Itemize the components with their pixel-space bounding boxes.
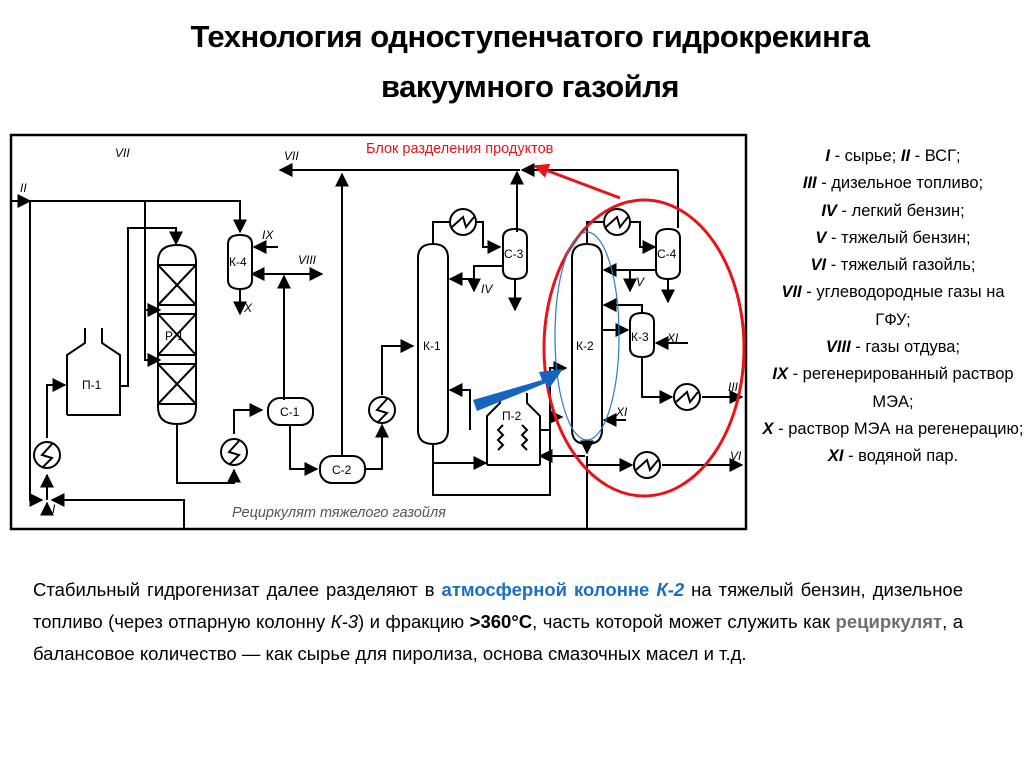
legend-row: VIII - газы отдува; (825, 338, 961, 357)
label-r1: Р-1 (165, 329, 184, 343)
heat-exchanger-icon (603, 208, 631, 236)
heat-exchanger-icon (673, 383, 701, 411)
heat-exchanger-icon (368, 396, 396, 424)
legend-row: IX - регенерированный раствор МЭА; (772, 365, 1014, 411)
stream-label-vii-top: VII (284, 149, 299, 163)
block-label: Блок разделения продуктов (366, 141, 554, 157)
column-k2 (571, 242, 603, 446)
recycle-return-line (50, 493, 185, 528)
furnace-p1 (66, 328, 86, 415)
column-k2-outline (554, 231, 620, 441)
legend-row: X - раствор МЭА на регенерацию; (762, 419, 1024, 438)
stream-label-vi: VI (730, 449, 742, 463)
slide-title: Технология одноступенчатого гидрокрекинг… (0, 12, 1024, 112)
title-line-2: вакуумного газойля (380, 69, 680, 104)
recycle-term: рециркулят (835, 611, 943, 632)
reactor-r1 (157, 243, 197, 426)
stream-legend: I - сырье; II - ВСГ; III - дизельное топ… (762, 143, 1024, 471)
stream-label-viii: VIII (298, 253, 317, 267)
stream-label-iii: III (728, 380, 739, 394)
separator-c3 (502, 227, 528, 281)
highlight-atmospheric-column: атмосферной колонне (441, 579, 657, 600)
stream-label-xi-k3: XI (666, 331, 679, 345)
highlight-k2: К-2 (656, 579, 685, 600)
description-paragraph: Стабильный гидрогенизат далее разделяют … (33, 579, 963, 664)
heat-exchanger-icon (220, 438, 248, 466)
separator-c4 (655, 227, 681, 281)
stream-label-iv: IV (481, 282, 493, 296)
legend-row: VI - тяжелый газойль; (810, 256, 976, 275)
k2-pointer-arrow (473, 369, 563, 411)
label-c2: С-2 (332, 463, 352, 477)
label-c4: С-4 (657, 247, 677, 261)
diagram-frame (9, 133, 748, 531)
vsg-down-line (29, 201, 44, 507)
stream-label-vii-left: VII (115, 146, 130, 160)
k3-ref: К-3 (330, 611, 359, 632)
quench-line (144, 201, 162, 367)
label-c1: С-1 (280, 405, 300, 419)
block-pointer-arrow (533, 163, 621, 200)
legend-row: I - сырье; II - ВСГ; (825, 147, 961, 165)
stripper-k3 (629, 311, 655, 359)
label-k2: К-2 (576, 339, 594, 353)
column-k1 (417, 242, 449, 446)
stream-label-x: X (243, 301, 253, 315)
heat-exchangers (33, 208, 701, 479)
legend-row: V - тяжелый бензин; (815, 228, 971, 247)
stream-label-ii: II (20, 181, 27, 195)
legend-row: IV - легкий бензин; (821, 201, 965, 220)
label-k4: К-4 (229, 255, 247, 269)
label-p2: П-2 (502, 409, 522, 423)
stream-label-ix: IX (262, 228, 274, 242)
vsg-header (30, 200, 247, 234)
heat-exchanger-icon (449, 208, 477, 236)
label-k1: К-1 (423, 339, 441, 353)
label-p1: П-1 (82, 378, 102, 392)
stream-label-v: V (636, 275, 645, 289)
highlight-ellipse (542, 198, 746, 498)
heat-exchanger-icon (33, 441, 61, 469)
legend-row: XI - водяной пар. (827, 447, 959, 466)
label-c3: С-3 (504, 247, 524, 261)
stream-label-xi-k2: XI (615, 405, 628, 419)
stream-label-i: I (52, 502, 56, 516)
heat-exchanger-icon (633, 451, 661, 479)
legend-row: VII - углеводородные газы на ГФУ; (781, 283, 1005, 329)
fraction-temperature: >360°C (469, 611, 533, 632)
title-line-1: Технология одноступенчатого гидрокрекинг… (190, 19, 870, 54)
recycle-label: Рециркулят тяжелого газойля (232, 505, 446, 521)
legend-row: III - дизельное топливо; (802, 174, 984, 193)
label-k3: К-3 (631, 330, 649, 344)
